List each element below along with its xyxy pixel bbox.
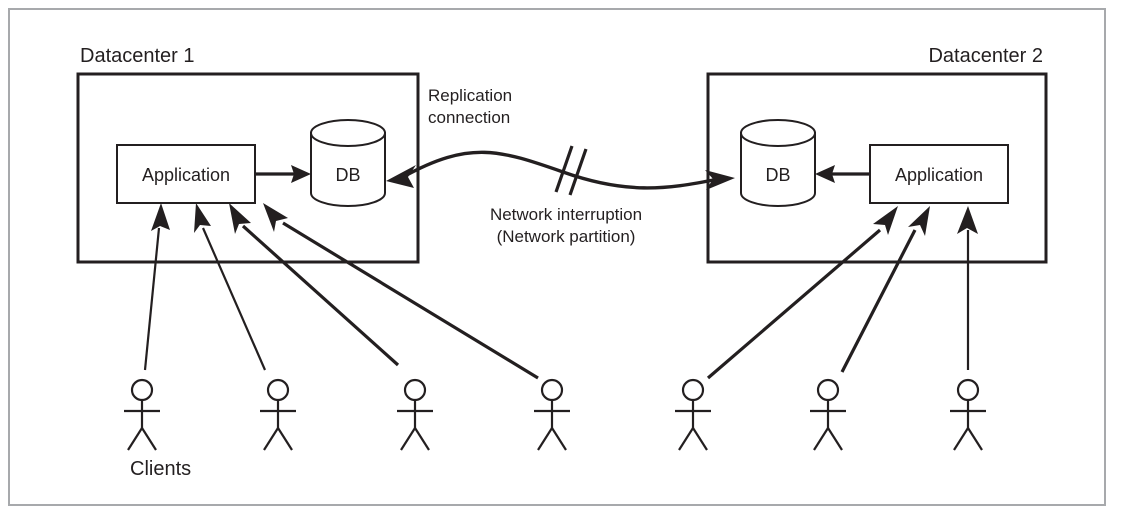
dc2-db-cylinder-top bbox=[740, 119, 816, 147]
dc1-client-4-arrowhead bbox=[263, 203, 288, 232]
replication-label-line-2: connection bbox=[428, 108, 510, 127]
dc1-client-1-arrow-line bbox=[143, 227, 161, 371]
dc2-client-1-arrowhead bbox=[873, 206, 898, 235]
dc1-client-3-arrowhead bbox=[229, 203, 251, 234]
dc2-client-3-arrowhead bbox=[957, 206, 978, 234]
client-figure bbox=[260, 378, 296, 451]
dc1-client-1-arrowhead bbox=[151, 203, 170, 231]
network-interruption-label-line-2: (Network partition) bbox=[497, 227, 636, 246]
dc2-application-label: Application bbox=[895, 165, 983, 185]
client-figure bbox=[675, 378, 711, 451]
dc1-db-cylinder-top bbox=[310, 119, 386, 147]
client-figure bbox=[397, 378, 433, 451]
client-figure bbox=[534, 378, 570, 451]
dc1-app-to-db-arrowhead bbox=[291, 165, 311, 183]
dc2-app-to-db-arrowhead bbox=[815, 165, 835, 183]
dc1-client-2-arrowhead bbox=[194, 203, 211, 233]
dc2-db-label: DB bbox=[765, 165, 790, 185]
client-figure bbox=[124, 378, 160, 451]
dc1-client-3-arrow-line bbox=[241, 224, 400, 367]
dc1-db-cylinder-body bbox=[310, 132, 386, 207]
dc1-db-label: DB bbox=[335, 165, 360, 185]
clients-label: Clients bbox=[130, 458, 191, 480]
network-break-mark-2 bbox=[568, 148, 588, 196]
dc2-client-2-arrow-line bbox=[840, 229, 917, 373]
datacenter-2-title: Datacenter 2 bbox=[928, 45, 1043, 67]
client-figure bbox=[950, 378, 986, 451]
dc2-db-cylinder-body bbox=[740, 132, 816, 207]
dc1-client-4-arrow-line bbox=[282, 221, 539, 380]
dc2-client-2-arrowhead bbox=[908, 206, 930, 236]
client-figure bbox=[810, 378, 846, 451]
datacenter-1-title: Datacenter 1 bbox=[80, 45, 195, 67]
replication-arrowhead-right bbox=[705, 170, 735, 190]
replication-label-line-1: Replication bbox=[428, 86, 512, 105]
dc1-application-label: Application bbox=[142, 165, 230, 185]
dc2-client-1-arrow-line bbox=[706, 228, 882, 380]
network-break-mark-1 bbox=[554, 145, 574, 193]
figure-border bbox=[8, 8, 1106, 506]
network-interruption-label-line-1: Network interruption bbox=[490, 205, 642, 224]
dc1-client-2-arrow-line bbox=[201, 227, 267, 371]
replication-arrowhead-left bbox=[386, 165, 416, 188]
